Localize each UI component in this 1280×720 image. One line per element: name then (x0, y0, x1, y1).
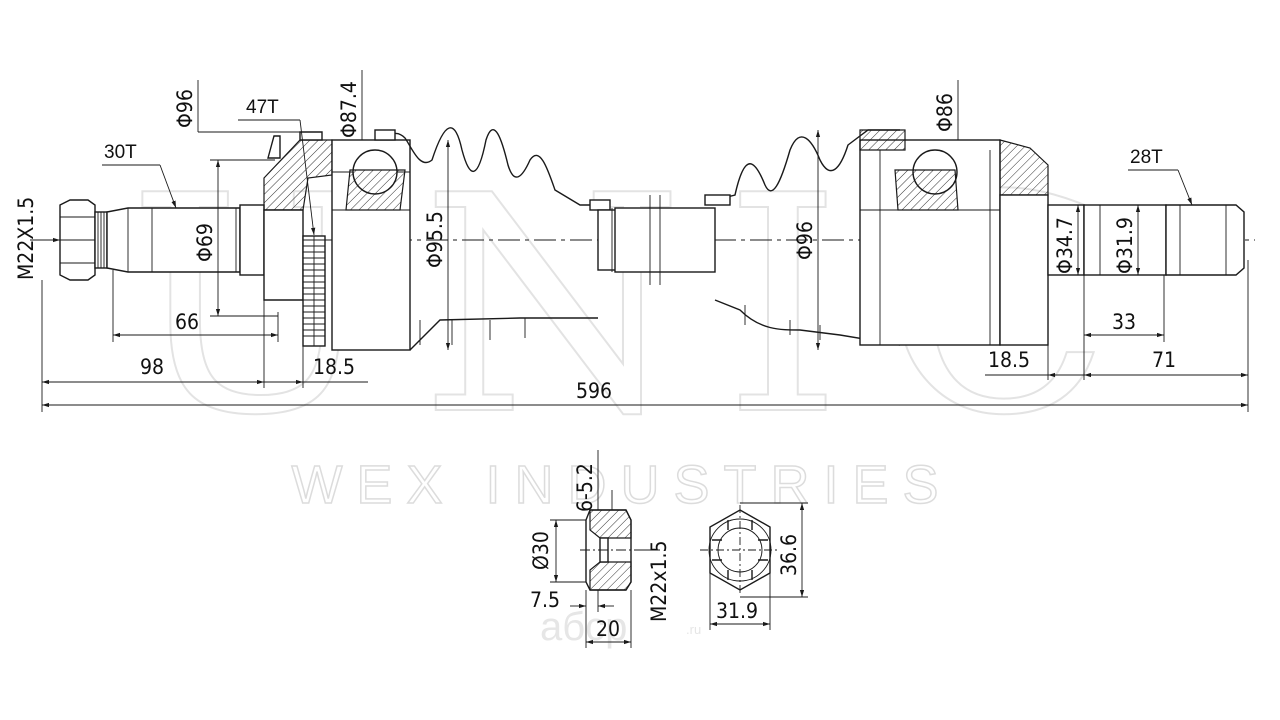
dim-inner-spline-length: 33 (1112, 310, 1136, 334)
label-nut-thread: M22x1.5 (647, 540, 671, 622)
dim-nut-across-corners: 36.6 (777, 534, 801, 576)
dim-outer-boot-dia: Φ87.4 (337, 81, 361, 138)
outer-boot (374, 127, 611, 351)
shaft-assembly (30, 127, 1255, 351)
inner-cv-housing (859, 129, 1049, 346)
dim-outer-housing-dia: Φ96 (173, 89, 197, 128)
outer-stub-spline (106, 204, 265, 276)
dim-inner-end-length: 71 (1152, 348, 1176, 372)
main-shaft (597, 195, 716, 285)
dim-inner-spline-dia: Φ31.9 (1113, 217, 1137, 274)
dim-inner-seal-dia: Φ34.7 (1053, 217, 1077, 274)
dim-nut-across-flats: 31.9 (716, 599, 758, 623)
label-abs-teeth: 47T (246, 97, 279, 118)
label-outer-spline: 30T (104, 142, 137, 163)
watermark-subtitle: WEX INDUSTRIES (291, 455, 952, 515)
dim-inner-housing-dia: Φ86 (933, 93, 957, 132)
dim-nut-collar-dia: Ø30 (529, 531, 553, 570)
dim-outer-end-length: 98 (140, 355, 164, 379)
watermark-site-tld: .ru (686, 622, 701, 637)
dim-inner-seal-gap: 18.5 (988, 348, 1030, 372)
outer-nut (59, 199, 108, 281)
label-outer-thread: M22X1.5 (14, 197, 38, 280)
dim-nut-collar-length: 7.5 (530, 588, 560, 612)
dim-inner-boot-dia: Φ96 (793, 221, 817, 260)
nut-front-view: 36.6 31.9 (700, 502, 808, 630)
dim-outer-stub-dia: Φ69 (193, 223, 217, 262)
dim-outer-cv-dia: Φ95.5 (423, 211, 447, 268)
inner-boot (704, 129, 901, 346)
dimensions: 596 98 66 18.5 Φ69 Φ96 47T Φ87.4 Φ9 (14, 70, 1249, 412)
dim-outer-abs-gap: 18.5 (313, 355, 355, 379)
inner-stub-spline (1047, 204, 1245, 276)
dim-overall-length: 596 (576, 379, 612, 403)
dim-nut-length: 20 (596, 617, 620, 641)
dim-outer-stub-length: 66 (175, 310, 199, 334)
outer-cv-housing (263, 131, 411, 351)
nut-side-view: 6-5.2 Ø30 7.5 20 M22x1.5 (529, 450, 671, 648)
label-inner-spline: 28T (1130, 147, 1163, 168)
dim-nut-slot-width: 6-5.2 (573, 463, 597, 512)
